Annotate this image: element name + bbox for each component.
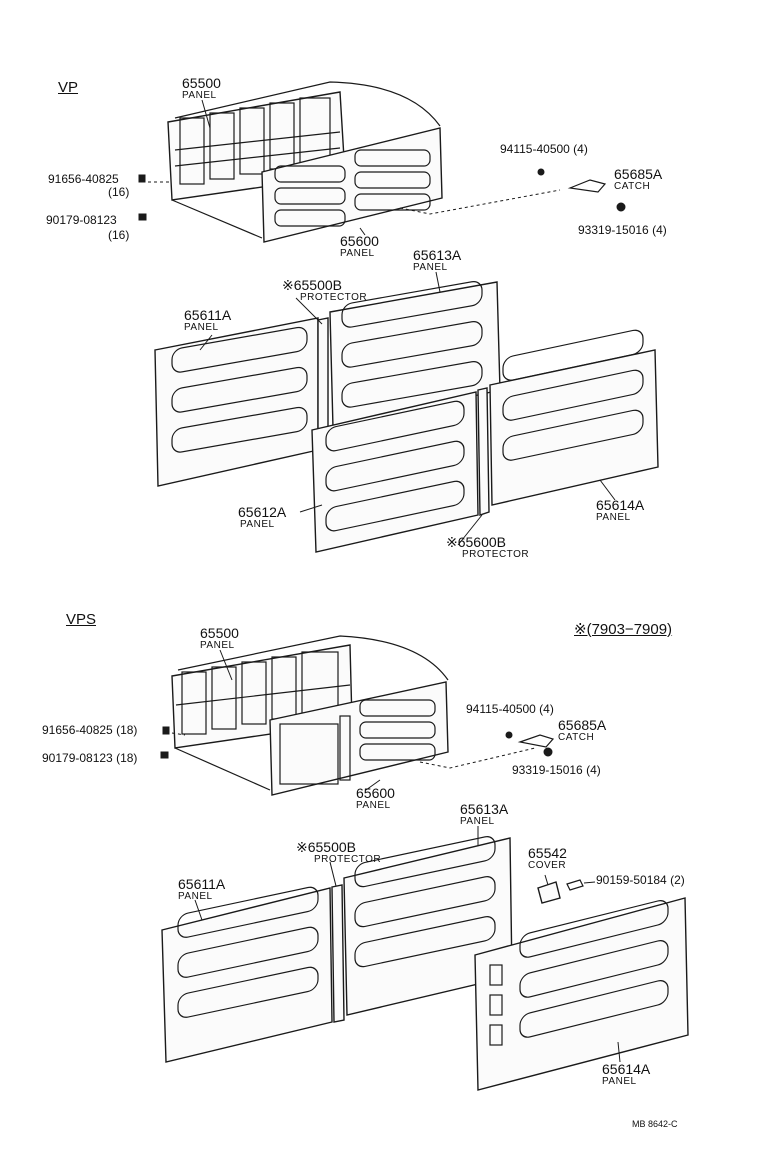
part-name-65500b: PROTECTOR xyxy=(300,292,368,303)
vps-part-number-coverscrew: 90159-50184 (2) xyxy=(596,873,685,887)
part-name-65500: PANEL xyxy=(182,90,217,101)
vps-part-name-65500: PANEL xyxy=(200,640,235,651)
vps-part-name-catch: CATCH xyxy=(558,732,595,743)
vps-cover-65542 xyxy=(537,879,584,904)
vps-part-number-65500b: ※65500B xyxy=(296,839,356,855)
vps-part-name-65614a: PANEL xyxy=(602,1076,637,1087)
part-number-65600: 65600 xyxy=(340,233,379,249)
part-name-65600b: PROTECTOR xyxy=(462,549,530,560)
part-number-65613a: 65613A xyxy=(413,247,462,263)
part-qty-bolt: (16) xyxy=(108,185,130,199)
vps-part-number-catch: 65685A xyxy=(558,717,607,733)
part-number-pin: 93319-15016 (4) xyxy=(578,223,667,237)
part-number-nut: 90179-08123 xyxy=(46,213,117,227)
vp-panel-65613a xyxy=(329,281,501,429)
production-period-note: ※(7903−7909) xyxy=(574,621,673,638)
vps-panel-65613a xyxy=(343,836,513,1016)
part-number-catch: 65685A xyxy=(614,166,663,182)
vps-part-number-65614a: 65614A xyxy=(602,1061,651,1077)
vps-part-number-65500: 65500 xyxy=(200,625,239,641)
vps-part-name-65611a: PANEL xyxy=(178,891,213,902)
part-name-65613a: PANEL xyxy=(413,262,448,273)
vps-protector-65500b xyxy=(331,884,345,1023)
vps-panel-65614a xyxy=(474,897,689,1091)
vps-part-name-65500b: PROTECTOR xyxy=(314,854,382,865)
vps-part-number-65600: 65600 xyxy=(356,785,395,801)
vp-cargo-bed xyxy=(138,81,626,243)
vps-part-number-nut: 90179-08123 (18) xyxy=(42,751,138,765)
part-number-screw: 94115-40500 (4) xyxy=(500,142,588,156)
vps-part-number-65613a: 65613A xyxy=(460,801,509,817)
vps-part-name-65600: PANEL xyxy=(356,800,391,811)
part-number-bolt: 91656-40825 xyxy=(48,172,119,186)
part-number-65614a: 65614A xyxy=(596,497,645,513)
vps-part-name-65613a: PANEL xyxy=(460,816,495,827)
vp-protector-65600b xyxy=(477,387,490,516)
vps-part-number-screw: 94115-40500 (4) xyxy=(466,702,554,716)
vps-part-name-65542: COVER xyxy=(528,860,567,871)
vp-panel-65612a xyxy=(311,391,479,553)
leader-lines xyxy=(194,99,621,1063)
vps-cargo-bed xyxy=(160,635,555,796)
section-label-vp: VP xyxy=(58,79,79,96)
part-name-65611a: PANEL xyxy=(184,322,219,333)
part-number-65600b: ※65600B xyxy=(446,534,506,550)
part-number-65612a: 65612A xyxy=(238,504,287,520)
part-name-65614a: PANEL xyxy=(596,512,631,523)
vps-part-number-bolt: 91656-40825 (18) xyxy=(42,723,138,737)
part-name-65612a: PANEL xyxy=(240,519,275,530)
section-label-vps: VPS xyxy=(66,611,97,628)
vps-part-number-pin: 93319-15016 (4) xyxy=(512,763,601,777)
part-qty-nut: (16) xyxy=(108,228,130,242)
vp-panel-65614a xyxy=(489,329,659,506)
part-number-65611a: 65611A xyxy=(184,307,232,323)
vp-panel-65611a xyxy=(154,317,319,487)
part-number-65500b: ※65500B xyxy=(282,277,342,293)
part-name-65600: PANEL xyxy=(340,248,375,259)
part-name-catch: CATCH xyxy=(614,181,651,192)
vps-part-number-65611a: 65611A xyxy=(178,876,226,892)
part-number-65500: 65500 xyxy=(182,75,221,91)
vps-panel-65611a xyxy=(161,886,333,1063)
drawing-code: MB 8642-C xyxy=(632,1119,678,1129)
vps-part-number-65542: 65542 xyxy=(528,845,567,861)
